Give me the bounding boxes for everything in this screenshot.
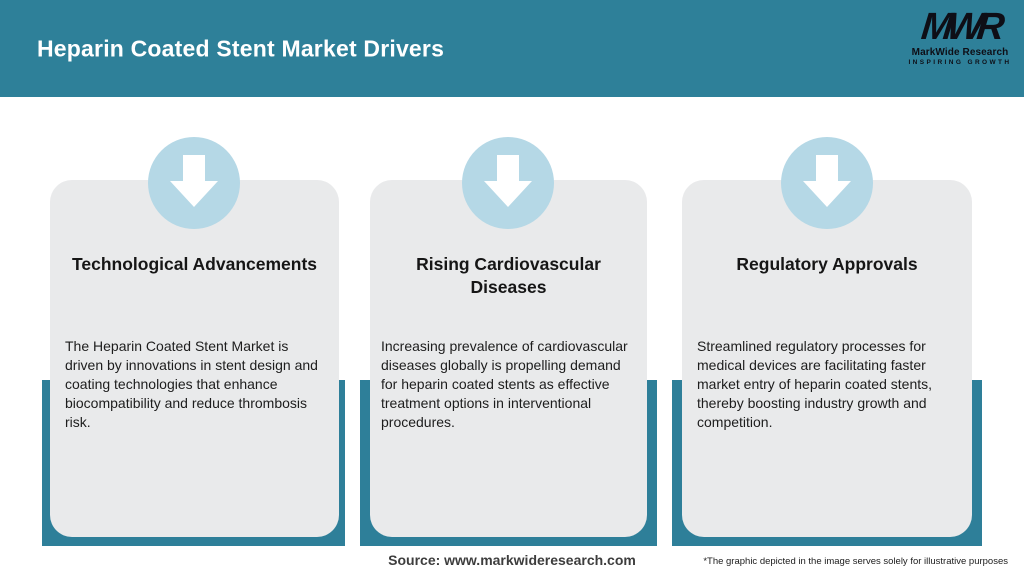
driver-card-technological-advancements: Technological Advancements The Heparin C… bbox=[50, 180, 339, 537]
down-arrow-icon bbox=[462, 137, 554, 229]
down-arrow-icon bbox=[148, 137, 240, 229]
card-body-text: Streamlined regulatory processes for med… bbox=[697, 338, 933, 430]
header-bar: Heparin Coated Stent Market Drivers MWR … bbox=[0, 0, 1024, 97]
card-title: Regulatory Approvals bbox=[736, 254, 918, 274]
page-title: Heparin Coated Stent Market Drivers bbox=[37, 35, 445, 61]
card-body-text: Increasing prevalence of cardiovascular … bbox=[381, 338, 628, 430]
driver-card-regulatory-approvals: Regulatory Approvals Streamlined regulat… bbox=[682, 180, 972, 537]
card-title: Technological Advancements bbox=[71, 254, 318, 274]
markwide-research-logo: MWR MarkWide Research INSPIRING GROWTH bbox=[908, 6, 1012, 67]
logo-tagline: INSPIRING GROWTH bbox=[908, 59, 1012, 66]
card-title: Rising Cardiovascular Diseases bbox=[416, 254, 601, 297]
down-arrow-icon bbox=[781, 137, 873, 229]
card-body-text: The Heparin Coated Stent Market is drive… bbox=[65, 338, 318, 430]
driver-card-rising-cardiovascular-diseases: Rising Cardiovascular Diseases Increasin… bbox=[370, 180, 647, 537]
logo-company-name: MarkWide Research bbox=[911, 47, 1009, 58]
disclaimer-note: *The graphic depicted in the image serve… bbox=[703, 556, 1008, 567]
source-attribution: Source: www.markwideresearch.com bbox=[388, 552, 636, 568]
logo-mwr-monogram: MWR bbox=[919, 6, 1001, 48]
